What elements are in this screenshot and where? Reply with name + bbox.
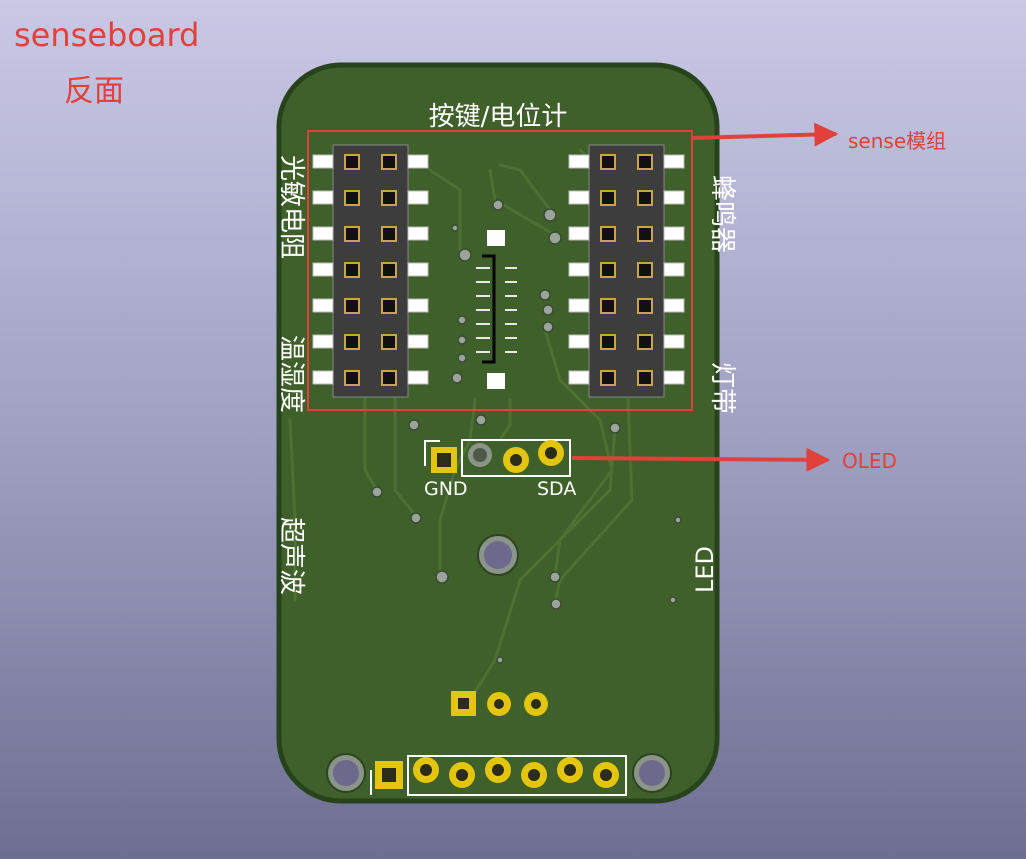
silk-top-label: 按键/电位计: [429, 102, 568, 132]
annotation-oled: OLED: [842, 449, 897, 473]
mounting-holes: [326, 534, 672, 793]
silk-right-lower: 灯带: [707, 362, 737, 414]
silk-left-upper: 光敏电阻: [276, 155, 306, 259]
silk-left-lower: 温湿度: [276, 335, 306, 413]
sense-module-highlight: [307, 130, 693, 411]
heading-line2: 反面: [64, 74, 124, 109]
oled-arrow: [571, 447, 831, 472]
heading-line1: senseboard: [14, 16, 200, 54]
silk-left-bottom: 超声波: [276, 517, 306, 595]
left-pin-header: [312, 144, 429, 398]
right-pin-header: [568, 144, 685, 398]
three-pin-header: [451, 691, 548, 716]
sense-module-arrow: [691, 122, 839, 147]
bottom-pin-header: [370, 755, 627, 796]
traces: [288, 148, 634, 702]
center-connector: [476, 230, 517, 389]
oled-header: [424, 439, 571, 477]
silk-right-upper: 蜂鸣器: [707, 175, 737, 253]
silk-right-led: LED: [691, 546, 719, 593]
annotation-sense-module: sense模组: [848, 129, 947, 153]
silk-pin-gnd: GND: [424, 478, 468, 500]
vias: [371, 199, 682, 664]
silk-pin-sda: SDA: [537, 478, 576, 500]
